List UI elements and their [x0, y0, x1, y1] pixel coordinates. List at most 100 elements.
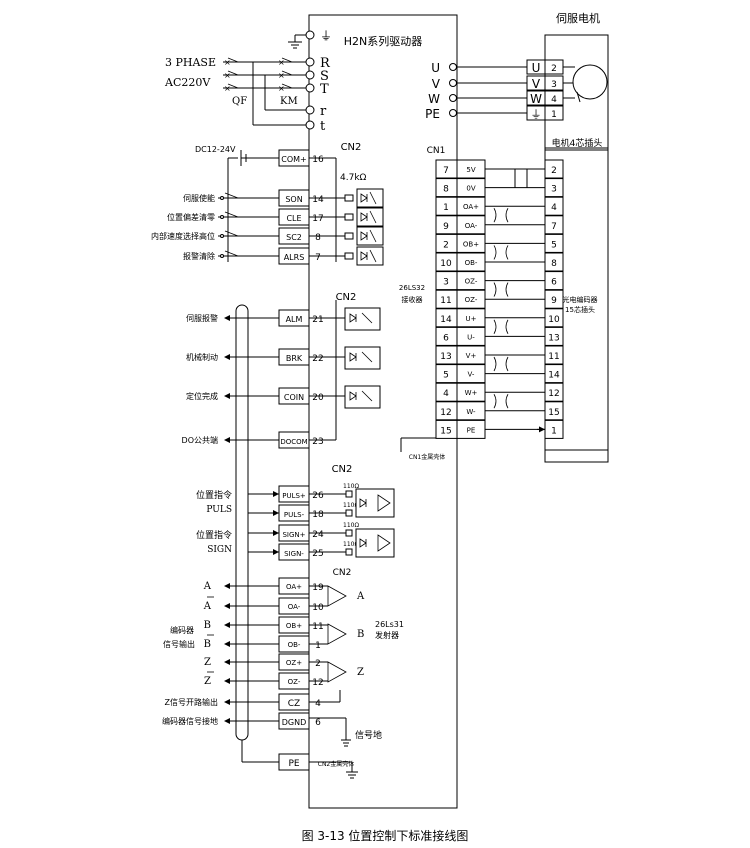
pulse-pin: 18	[312, 510, 324, 520]
pulse-group-label: 位置指令	[196, 489, 232, 501]
cn1-pin: 6	[443, 333, 449, 343]
cn1-sig: PE	[467, 426, 476, 434]
optocoupler-transistor	[369, 249, 377, 263]
line-driver-icon	[327, 661, 347, 683]
power-terminal-t	[305, 120, 315, 130]
com-pin: 16	[312, 155, 324, 165]
pulse-opto-amplifier-icon	[377, 494, 391, 512]
motor-terminal-label: PE	[425, 107, 440, 121]
motor-pin-label: ⏚	[531, 108, 542, 121]
twisted-pair-icon	[493, 356, 509, 372]
output-opto-transistor	[361, 312, 373, 324]
encoder-pin: 10	[548, 315, 560, 325]
motor-num-box	[544, 105, 564, 121]
encoder-out-arrow-icon	[224, 603, 230, 609]
input-switch-dot	[220, 196, 224, 200]
qf-switch-0	[227, 57, 239, 63]
qf-contact-mark: ×	[224, 84, 231, 93]
output-opto-diode-icon	[349, 313, 357, 323]
cn1-pin: 1	[443, 203, 449, 213]
docom-arrow-icon	[224, 437, 230, 443]
cn1-sig: V+	[466, 352, 477, 360]
optocoupler-transistor	[369, 210, 377, 224]
encoder-pin: 15	[548, 408, 559, 418]
encoder-pin: 9	[551, 296, 557, 306]
dgnd-sig: DGND	[282, 718, 307, 727]
cn1-pin: 4	[443, 389, 449, 399]
input-pin: 8	[315, 233, 321, 243]
input-sig: SON	[285, 195, 302, 204]
dc-supply-label: DC12-24V	[195, 145, 236, 154]
encoder-out-arrow-icon	[224, 678, 230, 684]
input-label: 报警清除	[183, 251, 215, 261]
cn2-label: CN2	[336, 292, 357, 303]
caption: 图 3-13 位置控制下标准接线图	[302, 828, 469, 843]
motor-connector-label: 电机4芯插头	[552, 137, 603, 149]
resistor-icon	[344, 194, 354, 202]
motor-pin-label: W	[530, 92, 542, 106]
pulse-resistor-label: 110Ω	[343, 483, 359, 490]
input-pin: 17	[312, 214, 323, 224]
encoder-out-pin: 19	[312, 583, 324, 593]
encoder-out-ext-label: A	[203, 581, 212, 592]
cn1-sig: V-	[468, 371, 475, 379]
cn1-sig: OZ-	[465, 296, 478, 304]
optocoupler-transistor	[369, 191, 377, 205]
twisted-pair-icon	[493, 319, 509, 334]
km-label: KM	[280, 96, 298, 107]
optocoupler-box	[356, 207, 384, 227]
line-driver-label: A	[356, 591, 365, 602]
optocoupler-box	[356, 188, 384, 208]
power-terminal-label: t	[320, 119, 326, 134]
encoder-out-sig: OZ-	[288, 678, 301, 686]
receiver-chip: 26LS32	[399, 284, 425, 292]
encoder-pin: 3	[551, 185, 557, 195]
output-sig: COIN	[284, 393, 304, 402]
encoder-pin-box	[544, 159, 564, 179]
pulse-group-signal: PULS	[206, 505, 232, 515]
pulse-sig: SIGN-	[284, 550, 304, 558]
motor-terminal	[449, 94, 457, 102]
encoder-pin: 8	[551, 259, 557, 269]
pulse-pin: 26	[312, 491, 324, 501]
qf-label: QF	[232, 96, 247, 107]
cz-arrow-icon	[224, 699, 230, 705]
pulse-resistor-icon	[345, 509, 353, 517]
resistor-icon	[344, 232, 354, 240]
pulse-group-signal: SIGN	[207, 545, 232, 555]
driver-title: H2N系列驱动器	[344, 34, 423, 48]
km-contact-mark: ×	[278, 58, 285, 67]
pulse-resistor-icon	[345, 529, 353, 537]
output-label: 伺服报警	[186, 313, 218, 323]
input-sig: SC2	[286, 233, 302, 242]
line-driver-label: Z	[357, 667, 364, 678]
input-sig: ALRS	[284, 253, 305, 262]
motor-terminal	[449, 109, 457, 117]
docom-pin: 23	[312, 437, 323, 447]
dgnd-arrow-icon	[224, 718, 230, 724]
encoder-pin-box	[544, 364, 564, 384]
encoder-out-ext-label: A	[203, 601, 212, 612]
pulse-sig: PULS+	[282, 492, 306, 500]
output-pin: 21	[312, 315, 323, 325]
encoder-out-pin: 11	[312, 622, 323, 632]
pulse-opto-box	[355, 488, 395, 518]
pulse-sig: SIGN+	[282, 531, 305, 539]
pulse-resistor-icon	[345, 548, 353, 556]
cn1-pin: 7	[443, 166, 449, 176]
km-contact-mark: ×	[278, 71, 285, 80]
ground-terminal-icon: ⏚	[320, 29, 332, 43]
dgnd-label: 编码器信号接地	[162, 716, 218, 726]
cn1-sig: W-	[466, 408, 476, 416]
encoder-out-ext-label: Z	[204, 657, 211, 668]
output-arrow-icon	[224, 354, 230, 360]
encoder-pin: 14	[548, 371, 560, 381]
qf-switch-1	[227, 70, 239, 76]
pulse-sig: PULS-	[284, 511, 305, 519]
encoder-out-sig: OB+	[286, 622, 302, 630]
input-switch-dot	[220, 215, 224, 219]
docom-label: DO公共端	[182, 435, 218, 445]
input-switch	[224, 230, 239, 237]
motor-pin-label: V	[532, 77, 541, 91]
